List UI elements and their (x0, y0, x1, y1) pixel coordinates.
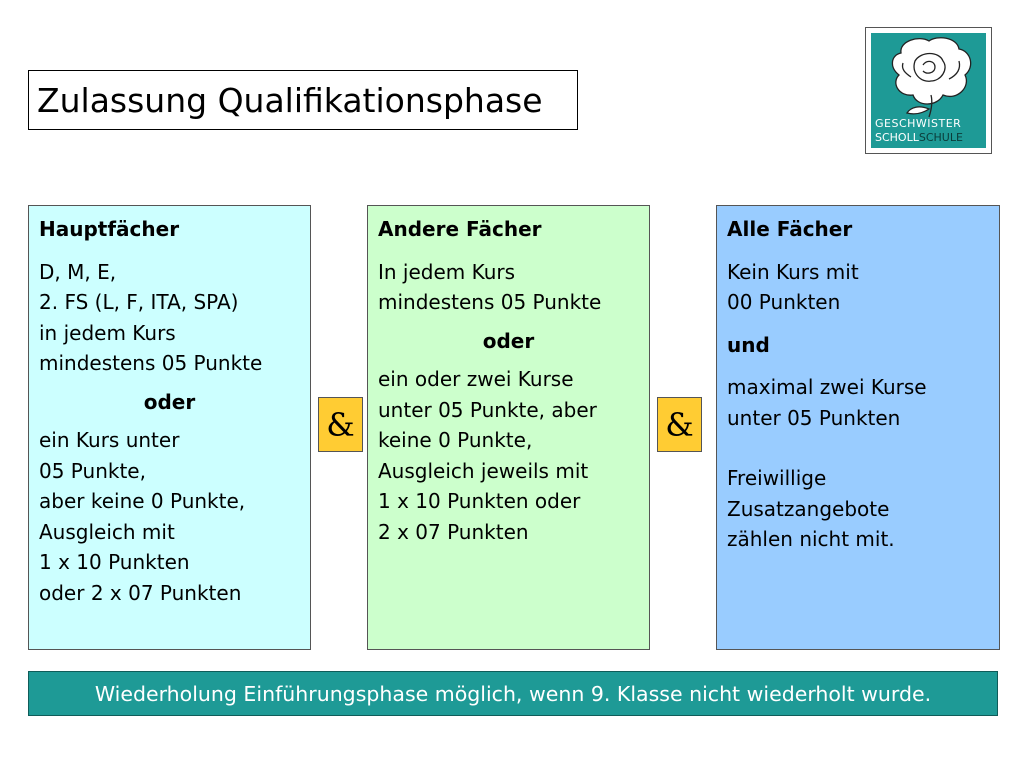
text-line: 2. FS (L, F, ITA, SPA) (39, 290, 239, 314)
text-line: keine 0 Punkte, (378, 428, 533, 452)
column-heading: Andere Fächer (378, 217, 542, 241)
column-hauptfaecher: Hauptfächer D, M, E, 2. FS (L, F, ITA, S… (28, 205, 311, 650)
text-line: Zusatzangebote (727, 496, 890, 521)
footer-text: Wiederholung Einführungsphase möglich, w… (94, 681, 932, 706)
text-line: unter 05 Punkte, aber (378, 397, 597, 422)
title-box: Zulassung Qualifikationsphase (28, 70, 578, 130)
logo-text-line1: GESCHWISTER (875, 117, 962, 130)
text-line: maximal zwei Kurse (727, 375, 927, 399)
text-line: 00 Punkten (727, 290, 841, 314)
text-line: ein oder zwei Kurse (378, 367, 574, 391)
text-line: 05 Punkte, (39, 458, 146, 483)
text-line: mindestens 05 Punkte (39, 351, 263, 375)
connector-word: oder (482, 328, 535, 353)
text-line: zählen nicht mit. (727, 527, 895, 551)
text-line: In jedem Kurs (378, 259, 516, 284)
text-line: 2 x 07 Punkten (378, 519, 529, 544)
column-heading: Hauptfächer (39, 217, 180, 241)
text-line: mindestens 05 Punkte (378, 290, 602, 314)
text-line: D, M, E, (39, 259, 117, 284)
text-line: oder 2 x 07 Punkten (39, 580, 242, 605)
text-line: Freiwillige (727, 466, 827, 490)
text-line: Ausgleich mit (39, 519, 175, 544)
logo-text-schule: SCHULE (918, 131, 963, 144)
text-line: 1 x 10 Punkten (39, 550, 190, 574)
connector-word: oder (143, 389, 196, 414)
text-line: Kein Kurs mit (727, 259, 859, 284)
school-logo: GESCHWISTER SCHOLLSCHULE (865, 27, 992, 154)
page-title: Zulassung Qualifikationsphase (37, 81, 543, 120)
ampersand-box: & (657, 397, 702, 452)
rose-icon (891, 37, 972, 118)
column-andere-faecher: Andere Fächer In jedem Kurs mindestens 0… (367, 205, 650, 650)
text-line: Ausgleich jeweils mit (378, 458, 589, 483)
column-heading: Alle Fächer (727, 217, 853, 241)
spacer (727, 433, 989, 463)
text-line: ein Kurs unter (39, 428, 180, 452)
ampersand-box: & (318, 397, 363, 452)
logo-text-line2: SCHOLLSCHULE (875, 131, 963, 144)
text-line: 1 x 10 Punkten oder (378, 489, 581, 513)
text-line: unter 05 Punkten (727, 405, 901, 430)
logo-text-scholl: SCHOLL (875, 131, 919, 144)
text-line: aber keine 0 Punkte, (39, 489, 246, 513)
text-line: in jedem Kurs (39, 320, 176, 345)
connector-word: und (727, 332, 770, 357)
column-alle-faecher: Alle Fächer Kein Kurs mit 00 Punkten und… (716, 205, 1000, 650)
footer-banner: Wiederholung Einführungsphase möglich, w… (28, 671, 998, 716)
logo-background: GESCHWISTER SCHOLLSCHULE (871, 33, 986, 148)
